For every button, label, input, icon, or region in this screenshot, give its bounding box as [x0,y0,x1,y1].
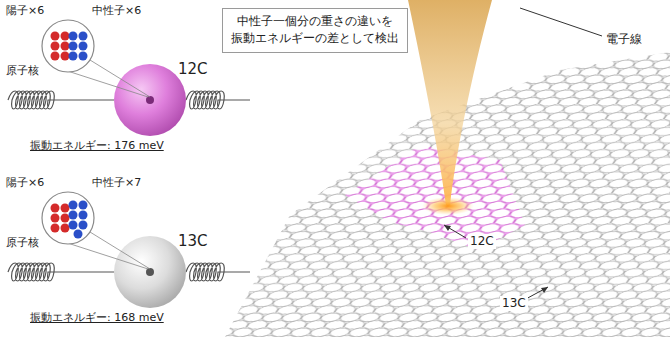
isotope-label: 13C [500,296,528,311]
beam-spot [422,197,474,215]
beam-label: 電子線 [606,32,642,47]
callout-box: 中性子一個分の重さの違いを 振動エネルギーの差として検出 [222,8,408,53]
part-label: 原子核 [6,64,39,78]
part-label: 陽子×6 [6,4,44,18]
energy-value: 振動エネルギー: 168 meV [30,311,164,325]
part-label: 中性子×6 [92,4,141,18]
part-label: 中性子×7 [92,176,141,190]
carbon-12-region [345,145,525,250]
part-label: 陽子×6 [6,176,44,190]
arrow-head [444,225,451,231]
isotope-label: 12C [468,234,496,249]
electron-beam [408,0,492,205]
part-label: 原子核 [6,236,39,250]
arrow-head [541,287,548,293]
isotope-label: 13C [178,232,208,251]
carbon-13-model [8,192,250,308]
carbon-12-model [8,20,250,136]
leader-line [444,225,466,238]
energy-value: 振動エネルギー: 176 meV [30,139,164,153]
isotope-label: 12C [178,60,208,79]
leader-line [520,8,602,36]
callout-text: 中性子一個分の重さの違いを 振動エネルギーの差として検出 [231,13,399,48]
